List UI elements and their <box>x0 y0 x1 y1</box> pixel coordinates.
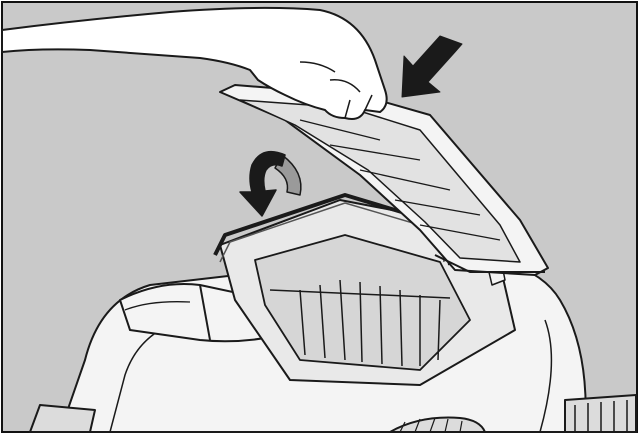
illustration-canvas <box>0 0 639 434</box>
illustration-figure <box>0 0 639 434</box>
